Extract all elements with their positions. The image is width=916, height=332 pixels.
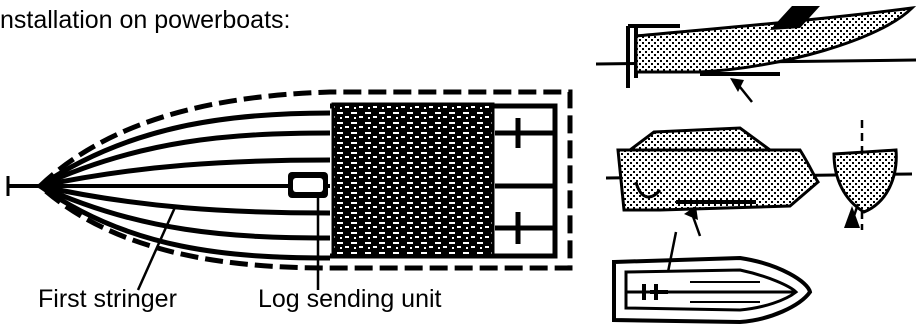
boat-side-view-1 xyxy=(595,5,916,103)
first-stringer-leader xyxy=(136,204,178,291)
page-heading: nstallation on powerboats: xyxy=(0,6,291,34)
hull-cross-section xyxy=(832,120,898,230)
engine-block xyxy=(331,102,495,258)
first-stringer-label: First stringer xyxy=(38,285,177,313)
hull-outline xyxy=(36,89,573,271)
first-stringer-line xyxy=(39,157,331,189)
hull-line-5 xyxy=(38,183,331,241)
log-sending-unit-label: Log sending unit xyxy=(258,285,442,313)
hull-line-2 xyxy=(38,130,331,189)
hull-line-6 xyxy=(38,183,331,261)
hull-line-1 xyxy=(38,110,331,189)
hull-top-view xyxy=(6,89,573,271)
boat-top-view xyxy=(612,231,813,325)
hull-line-4 xyxy=(39,183,331,216)
